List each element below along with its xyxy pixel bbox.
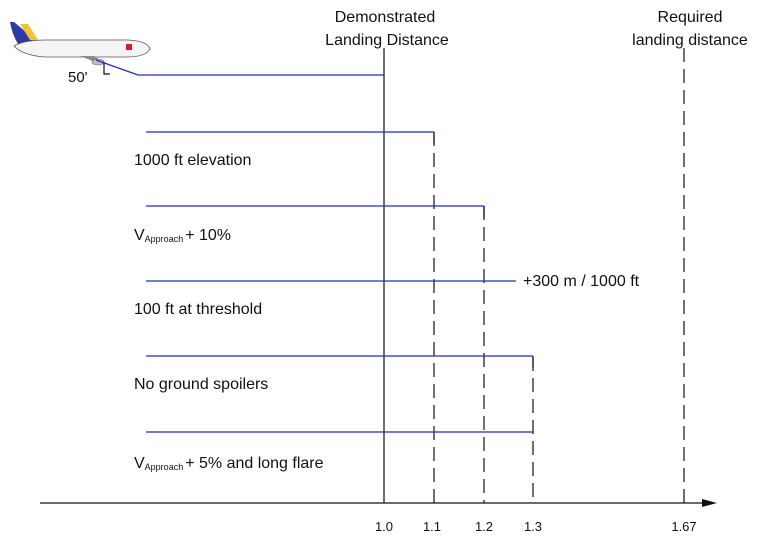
airplane-icon [10,22,151,66]
required-distance-title-1: Required [658,9,723,26]
tick-label: 1.0 [375,519,393,534]
factor-bars [138,74,534,433]
factor-label-speed-10: VApproach+ 10% [134,227,231,244]
threshold-annotation: +300 m / 1000 ft [523,273,640,290]
factor-label-long-flare: VApproach+ 5% and long flare [134,455,324,472]
speed-increment: + 10% [185,227,231,244]
glide-slope-line [95,59,139,76]
factor-label-threshold: 100 ft at threshold [134,301,262,318]
tick-label: 1.2 [475,519,493,534]
demonstrated-distance-title-2: Landing Distance [325,32,449,49]
x-axis-arrow-icon [702,499,717,507]
required-distance-title-2: landing distance [632,32,748,49]
demonstrated-distance-title-1: Demonstrated [335,9,436,26]
v-subscript: Approach [145,462,184,472]
factor-label-spoilers: No ground spoilers [134,376,268,393]
v-symbol: V [134,227,145,244]
tick-label: 1.67 [671,519,696,534]
height-label: 50' [68,69,88,86]
v-subscript: Approach [145,234,184,244]
flare-increment: + 5% and long flare [185,455,323,472]
tick-label: 1.1 [423,519,441,534]
height-bracket [103,62,110,75]
v-symbol: V [134,455,145,472]
tick-label: 1.3 [524,519,542,534]
factor-label-elevation: 1000 ft elevation [134,152,251,169]
